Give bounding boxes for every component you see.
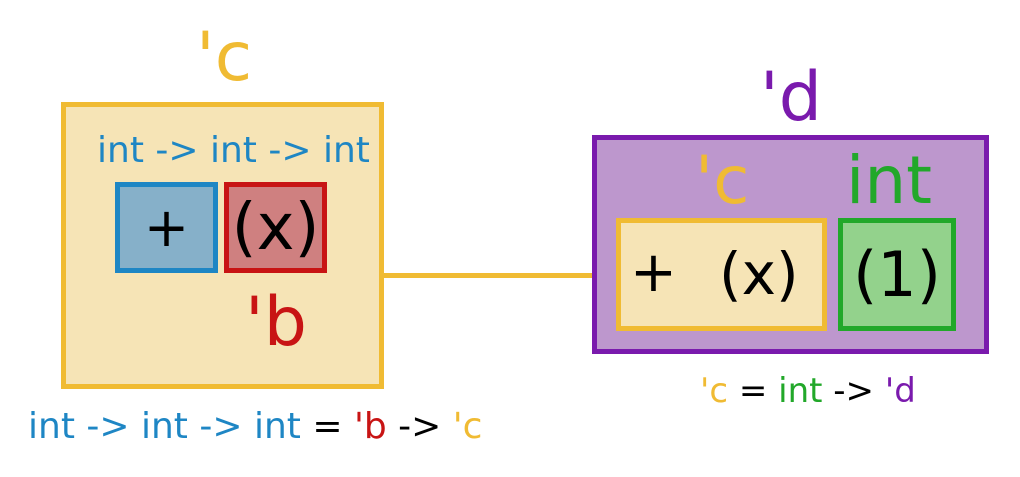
x-symbol: (x) <box>231 190 320 265</box>
right-eq-c: 'c <box>700 371 729 411</box>
connector-line <box>384 273 618 278</box>
left-signature: int -> int -> int <box>97 130 370 171</box>
right-eq-d: 'd <box>884 371 916 411</box>
left-equation: int -> int -> int = 'b -> 'c <box>28 409 482 445</box>
right-equation: 'c = int -> 'd <box>700 374 916 408</box>
right-eq-int: int <box>778 371 823 411</box>
equation-arrow: -> <box>386 406 453 447</box>
one-argument-box: (1) <box>838 218 956 331</box>
right-eq-arrow: -> <box>822 371 885 411</box>
equation-equals: = <box>300 406 354 447</box>
inner-plus-symbol: + <box>630 240 677 305</box>
one-symbol: (1) <box>853 237 941 311</box>
right-eq-equals: = <box>728 371 779 411</box>
left-type-var-c: 'c <box>196 18 253 97</box>
equation-lhs: int -> int -> int <box>28 406 301 447</box>
type-var-b: 'b <box>245 283 307 362</box>
int-label: int <box>846 142 933 219</box>
inner-x-symbol: (x) <box>719 240 799 308</box>
inner-expression-box: + (x) <box>616 218 827 331</box>
equation-b: 'b <box>353 406 387 447</box>
equation-c: 'c <box>452 406 483 447</box>
plus-operator-box: + <box>115 182 218 273</box>
plus-symbol: + <box>143 195 190 259</box>
left-expression-box <box>61 102 384 389</box>
x-argument-box: (x) <box>224 182 327 273</box>
right-type-var-d: 'd <box>760 58 822 137</box>
inner-type-var-c: 'c <box>695 142 750 219</box>
